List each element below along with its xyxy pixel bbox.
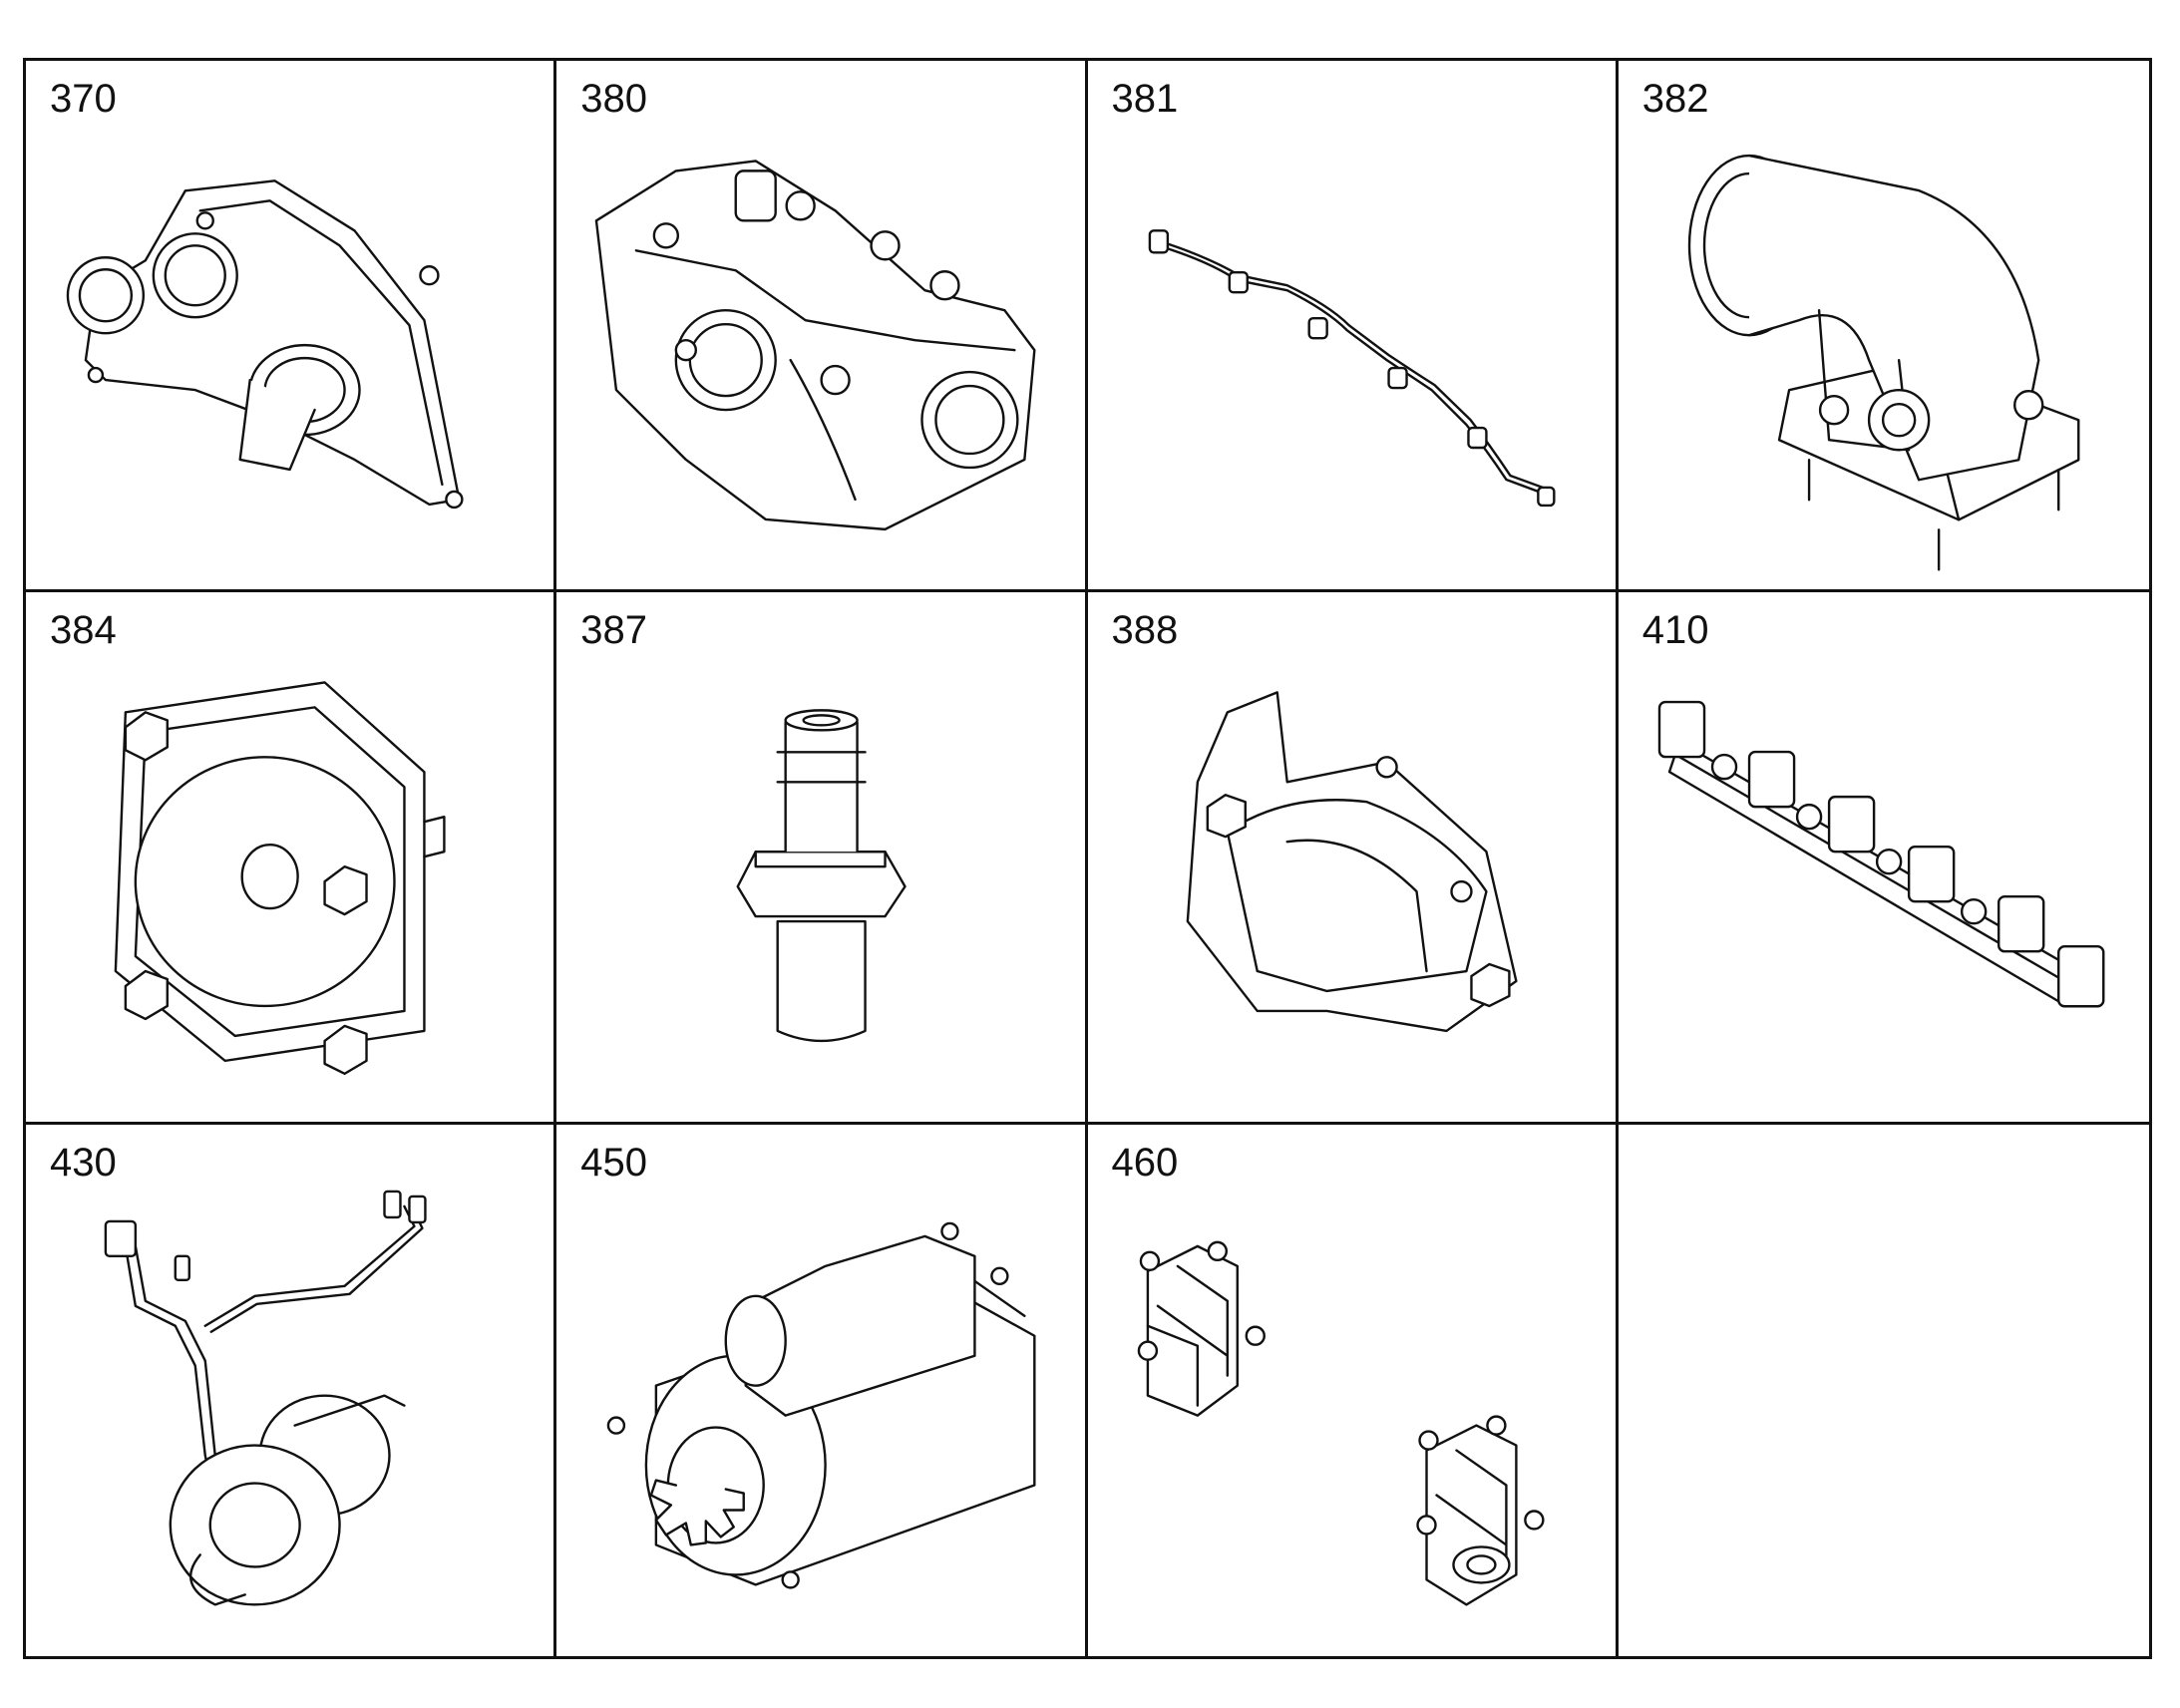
part-number-label: 370 (50, 77, 117, 121)
fitting-nipple-icon (736, 709, 907, 1043)
part-number-label: 460 (1111, 1140, 1179, 1185)
part-number-label: 388 (1111, 608, 1179, 653)
part-number-label: 382 (1641, 77, 1709, 121)
housing-block-icon (594, 160, 1036, 531)
parts-catalog-grid: 370 380 381 (23, 58, 2152, 1659)
part-cell-380[interactable]: 380 (556, 61, 1088, 593)
part-cell-450[interactable]: 450 (556, 1124, 1088, 1656)
part-number-label: 450 (580, 1140, 647, 1185)
part-cell-460[interactable]: 460 (1088, 1124, 1619, 1656)
part-cell-388[interactable]: 388 (1087, 592, 1619, 1125)
part-number-label: 410 (1641, 608, 1709, 653)
wiring-harness-icon (1148, 229, 1556, 508)
turbocharger-icon (104, 1190, 427, 1606)
gear-housing-cover-icon (66, 179, 464, 510)
part-cell-370[interactable]: 370 (26, 61, 557, 593)
part-number-label: 384 (50, 608, 117, 653)
part-number-label: 387 (580, 608, 647, 653)
part-cell-410[interactable]: 410 (1618, 592, 2149, 1125)
part-cell-381[interactable]: 381 (1087, 61, 1619, 593)
intake-elbow-icon (1687, 154, 2080, 571)
cover-plate-icon (114, 681, 446, 1076)
exhaust-manifold-icon (1657, 701, 2105, 1008)
part-cell-384[interactable]: 384 (26, 592, 557, 1125)
empty-cell (1619, 1125, 2149, 1656)
brackets-icon (1137, 1240, 1545, 1606)
elbow-housing-icon (1186, 691, 1518, 1033)
part-cell-382[interactable]: 382 (1618, 61, 2149, 593)
part-number-label: 380 (580, 77, 647, 121)
part-cell-430[interactable]: 430 (26, 1124, 557, 1656)
starter-motor-icon (606, 1221, 1036, 1589)
part-number-label: 381 (1111, 77, 1179, 121)
part-cell-387[interactable]: 387 (556, 592, 1088, 1125)
part-number-label: 430 (50, 1140, 117, 1185)
